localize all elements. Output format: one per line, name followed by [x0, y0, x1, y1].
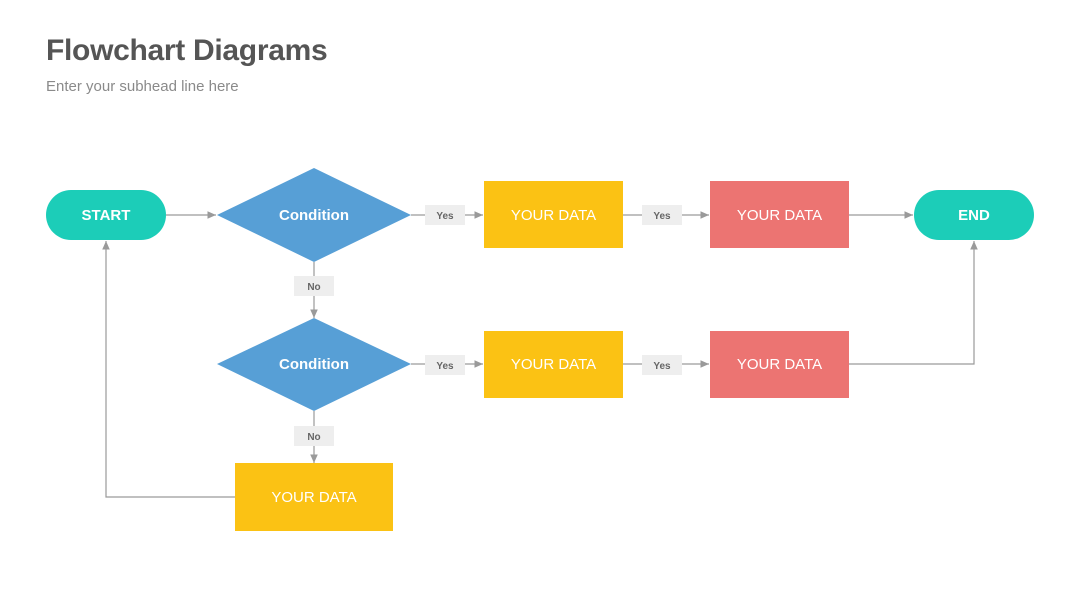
edge-label-no-2: No: [294, 426, 334, 446]
edge-label-yes-1-text: Yes: [436, 211, 454, 222]
page-subtitle: Enter your subhead line here: [46, 78, 239, 95]
start-node-label: START: [82, 207, 131, 224]
end-node-label: END: [958, 207, 990, 224]
edge-label-yes-4: Yes: [642, 355, 682, 375]
edge-label-no-1: No: [294, 276, 334, 296]
data-node-5: YOUR DATA: [235, 463, 393, 531]
data-node-1: YOUR DATA: [484, 181, 623, 248]
data-node-2-label: YOUR DATA: [737, 207, 822, 224]
edge-label-yes-2-text: Yes: [653, 211, 671, 222]
edge-data-4-to-end: [849, 241, 978, 365]
data-node-5-label: YOUR DATA: [271, 489, 356, 506]
condition-node-1: Condition: [217, 168, 411, 262]
page-title: Flowchart Diagrams: [46, 34, 328, 67]
edge-label-no-1-text: No: [307, 282, 320, 293]
start-node: START: [46, 190, 166, 240]
data-node-3-label: YOUR DATA: [511, 356, 596, 373]
edge-label-yes-3-text: Yes: [436, 361, 454, 372]
edge-data-5-to-start: [102, 241, 235, 498]
data-node-4: YOUR DATA: [710, 331, 849, 398]
condition-node-1-label: Condition: [279, 207, 349, 224]
edge-label-yes-1: Yes: [425, 205, 465, 225]
data-node-2: YOUR DATA: [710, 181, 849, 248]
edge-label-yes-3: Yes: [425, 355, 465, 375]
condition-node-2-label: Condition: [279, 356, 349, 373]
edge-label-yes-2: Yes: [642, 205, 682, 225]
condition-node-2: Condition: [217, 318, 411, 411]
edge-label-no-2-text: No: [307, 432, 320, 443]
edge-label-yes-4-text: Yes: [653, 361, 671, 372]
end-node: END: [914, 190, 1034, 240]
data-node-1-label: YOUR DATA: [511, 207, 596, 224]
data-node-3: YOUR DATA: [484, 331, 623, 398]
data-node-4-label: YOUR DATA: [737, 356, 822, 373]
